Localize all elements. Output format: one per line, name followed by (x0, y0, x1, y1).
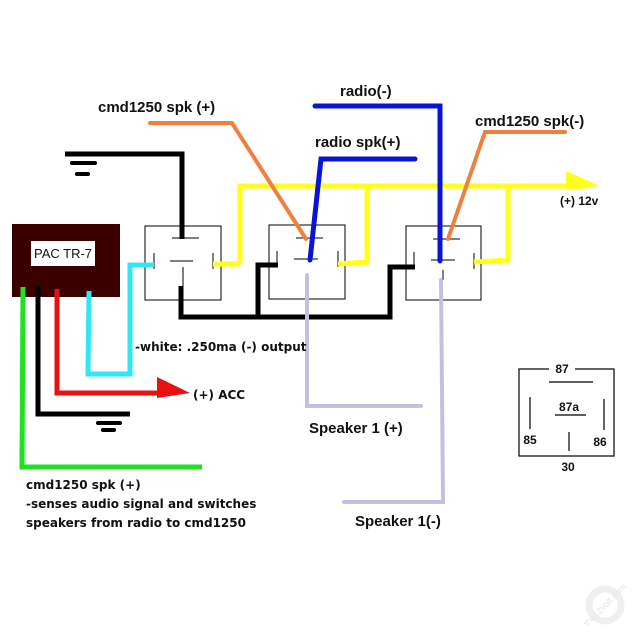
pac-wires (19, 262, 202, 470)
label-radio-neg: radio(-) (340, 83, 392, 100)
watermark: the12volt.com (582, 582, 629, 629)
power-arrow-icon (566, 171, 600, 186)
label-radio-spk-pos: radio spk(+) (315, 134, 400, 151)
pin-30-label: 30 (561, 460, 575, 474)
relay-3-box (405, 225, 482, 301)
trigger-output-wire (85, 262, 154, 377)
radio-neg-wire (312, 103, 443, 264)
radio-spk-pos-wire (307, 156, 418, 263)
relay-3-power-wire (473, 186, 511, 265)
radio-wires (307, 103, 443, 264)
pin-85-label: 85 (523, 433, 537, 447)
ground-wires (65, 151, 415, 320)
acc-wire (54, 289, 160, 396)
pac-ground-wire (35, 286, 130, 417)
ground-symbol-top (70, 161, 97, 176)
cmd1250-wires (148, 121, 567, 241)
legend-87-bg (549, 362, 575, 376)
label-12v: (+) 12v (560, 194, 599, 208)
pin-87a-label: 87a (559, 400, 579, 414)
acc-arrow-icon (157, 377, 190, 398)
relay-ground-bus-wire (178, 264, 415, 320)
speaker-wires (305, 273, 446, 504)
cmd-sense-wire (19, 286, 202, 470)
pac-label: PAC TR-7 (34, 246, 92, 261)
power-12v-wires (213, 183, 575, 267)
ground-symbol-bottom (96, 421, 122, 432)
label-cmd1250-spk-neg: cmd1250 spk(-) (475, 113, 584, 130)
relay-pinout-legend: 87 87a 85 86 30 (518, 362, 615, 474)
relay-1-ground-wire (65, 151, 185, 239)
relay-2-power-wire (337, 186, 370, 267)
label-speaker-pos: Speaker 1 (+) (309, 420, 403, 437)
power-bus-wire (237, 183, 575, 264)
label-speaker-neg: Speaker 1(-) (355, 513, 441, 530)
cmd1250-spk-pos-wire (148, 121, 308, 241)
note-line-3: speakers from radio to cmd1250 (26, 516, 246, 530)
note-line-2: -senses audio signal and switches (26, 497, 256, 511)
pin-87-label: 87 (555, 362, 569, 376)
label-white-output: -white: .250ma (-) output (135, 340, 307, 354)
cmd1250-spk-neg-wire (446, 130, 567, 241)
speaker-neg-wire (342, 278, 446, 504)
speaker-pos-wire (305, 273, 423, 408)
power-arrow-base (566, 184, 600, 190)
relay-2-ground-wire (255, 262, 278, 317)
note-line-1: cmd1250 spk (+) (26, 478, 141, 492)
label-acc: (+) ACC (193, 388, 245, 402)
pin-86-label: 86 (593, 435, 607, 449)
relay-3 (405, 225, 482, 301)
label-cmd1250-spk-pos: cmd1250 spk (+) (98, 99, 215, 116)
pac-label-box (31, 241, 95, 266)
